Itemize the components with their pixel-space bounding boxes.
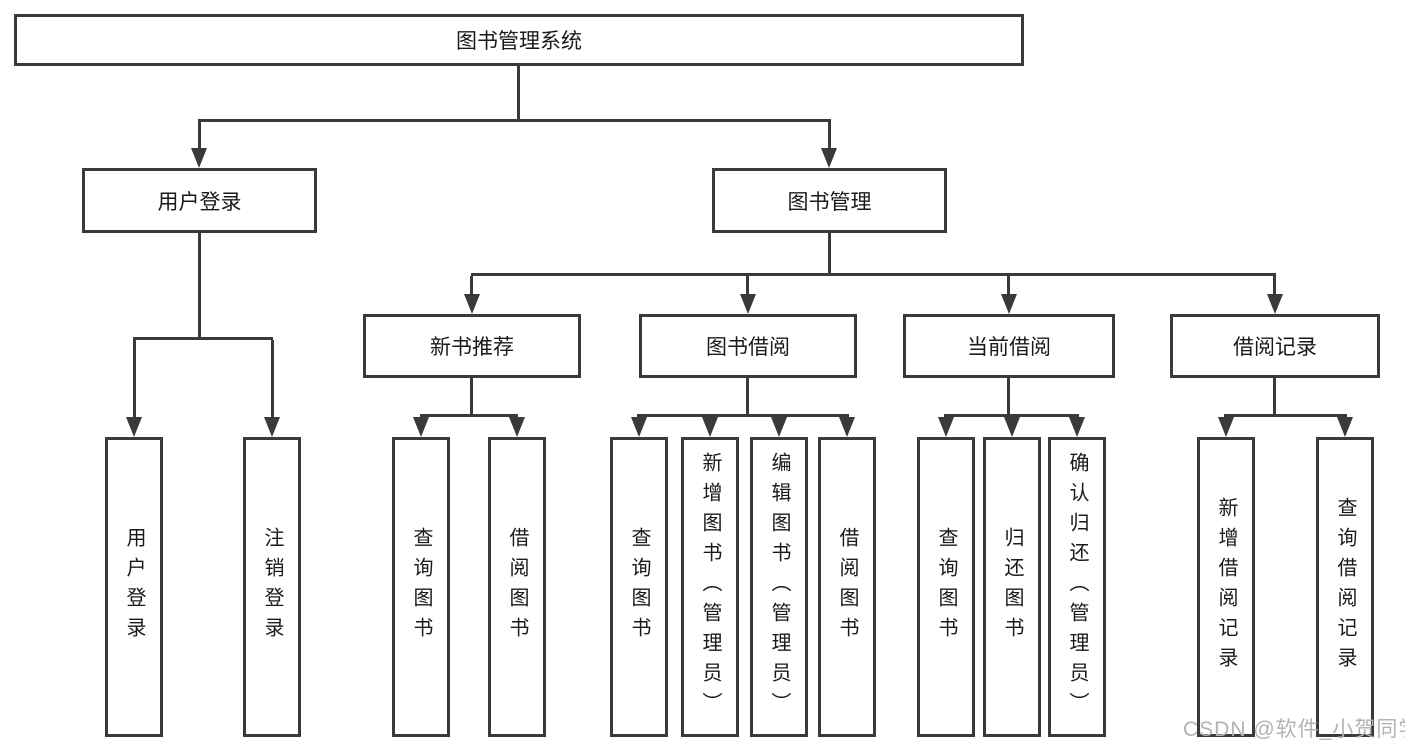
connector-line bbox=[517, 66, 520, 122]
connector-line bbox=[198, 233, 201, 340]
node-book-management: 图书管理 bbox=[712, 168, 947, 233]
leaf-recommend-query-book-label: 查询图书 bbox=[410, 527, 432, 647]
connector-line bbox=[271, 340, 274, 417]
leaf-borrow-query-book-label: 查询图书 bbox=[628, 527, 650, 647]
arrow-down-icon bbox=[1218, 417, 1234, 437]
leaf-record-query-borrow-record-label: 查询借阅记录 bbox=[1334, 497, 1356, 677]
arrow-down-icon bbox=[1267, 294, 1283, 314]
leaf-logout-login-label: 注销登录 bbox=[261, 527, 283, 647]
node-book-borrow: 图书借阅 bbox=[639, 314, 857, 378]
leaf-borrow-edit-book-admin: 编辑图书（管理员） bbox=[750, 437, 808, 737]
leaf-record-query-borrow-record: 查询借阅记录 bbox=[1316, 437, 1374, 737]
arrow-down-icon bbox=[1069, 417, 1085, 437]
arrow-down-icon bbox=[631, 417, 647, 437]
csdn-watermark: CSDN @软件_小贺同学 bbox=[1183, 718, 1405, 741]
node-current-borrow-label: 当前借阅 bbox=[967, 336, 1051, 359]
node-root: 图书管理系统 bbox=[14, 14, 1024, 66]
leaf-recommend-borrow-book-label: 借阅图书 bbox=[506, 527, 528, 647]
arrow-down-icon bbox=[821, 148, 837, 168]
node-root-label: 图书管理系统 bbox=[456, 30, 582, 53]
arrow-down-icon bbox=[126, 417, 142, 437]
leaf-record-add-borrow-record: 新增借阅记录 bbox=[1197, 437, 1255, 737]
leaf-borrow-borrow-book-label: 借阅图书 bbox=[836, 527, 858, 647]
arrow-down-icon bbox=[1004, 417, 1020, 437]
connector-line bbox=[944, 414, 1079, 417]
connector-line bbox=[1273, 276, 1276, 296]
node-new-book-recommend-label: 新书推荐 bbox=[430, 336, 514, 359]
connector-line bbox=[1224, 414, 1347, 417]
leaf-current-confirm-return-admin-label: 确认归还（管理员） bbox=[1066, 452, 1088, 722]
leaf-borrow-add-book-admin: 新增图书（管理员） bbox=[681, 437, 739, 737]
node-borrow-record-label: 借阅记录 bbox=[1233, 336, 1317, 359]
connector-line bbox=[746, 378, 749, 417]
leaf-current-return-book-label: 归还图书 bbox=[1001, 527, 1023, 647]
arrow-down-icon bbox=[264, 417, 280, 437]
connector-line bbox=[828, 122, 831, 148]
connector-line bbox=[1007, 276, 1010, 296]
leaf-borrow-query-book: 查询图书 bbox=[610, 437, 668, 737]
arrow-down-icon bbox=[509, 417, 525, 437]
arrow-down-icon bbox=[771, 417, 787, 437]
connector-line bbox=[133, 337, 273, 340]
connector-line bbox=[1007, 378, 1010, 417]
arrow-down-icon bbox=[464, 294, 480, 314]
arrow-down-icon bbox=[839, 417, 855, 437]
leaf-recommend-borrow-book: 借阅图书 bbox=[488, 437, 546, 737]
connector-line bbox=[1273, 378, 1276, 417]
arrow-down-icon bbox=[191, 148, 207, 168]
leaf-current-query-book: 查询图书 bbox=[917, 437, 975, 737]
leaf-user-login: 用户登录 bbox=[105, 437, 163, 737]
connector-line bbox=[470, 378, 473, 417]
leaf-borrow-add-book-admin-label: 新增图书（管理员） bbox=[699, 452, 721, 722]
leaf-borrow-edit-book-admin-label: 编辑图书（管理员） bbox=[768, 452, 790, 722]
node-book-borrow-label: 图书借阅 bbox=[706, 336, 790, 359]
connector-line bbox=[420, 414, 518, 417]
connector-line bbox=[198, 122, 201, 148]
leaf-current-return-book: 归还图书 bbox=[983, 437, 1041, 737]
arrow-down-icon bbox=[1337, 417, 1353, 437]
node-user-login-label: 用户登录 bbox=[157, 190, 242, 214]
node-book-management-label: 图书管理 bbox=[787, 190, 872, 214]
node-new-book-recommend: 新书推荐 bbox=[363, 314, 581, 378]
leaf-current-confirm-return-admin: 确认归还（管理员） bbox=[1048, 437, 1106, 737]
connector-line bbox=[637, 414, 849, 417]
leaf-user-login-label: 用户登录 bbox=[123, 527, 145, 647]
arrow-down-icon bbox=[413, 417, 429, 437]
arrow-down-icon bbox=[938, 417, 954, 437]
node-borrow-record: 借阅记录 bbox=[1170, 314, 1380, 378]
connector-line bbox=[828, 233, 831, 276]
leaf-logout-login: 注销登录 bbox=[243, 437, 301, 737]
connector-line bbox=[746, 276, 749, 296]
node-current-borrow: 当前借阅 bbox=[903, 314, 1115, 378]
connector-line bbox=[470, 276, 473, 296]
arrow-down-icon bbox=[702, 417, 718, 437]
connector-line bbox=[198, 119, 831, 122]
leaf-current-query-book-label: 查询图书 bbox=[935, 527, 957, 647]
leaf-record-add-borrow-record-label: 新增借阅记录 bbox=[1215, 497, 1237, 677]
connector-line bbox=[133, 340, 136, 417]
connector-line bbox=[471, 273, 1276, 276]
arrow-down-icon bbox=[1001, 294, 1017, 314]
leaf-borrow-borrow-book: 借阅图书 bbox=[818, 437, 876, 737]
node-user-login: 用户登录 bbox=[82, 168, 317, 233]
arrow-down-icon bbox=[740, 294, 756, 314]
leaf-recommend-query-book: 查询图书 bbox=[392, 437, 450, 737]
